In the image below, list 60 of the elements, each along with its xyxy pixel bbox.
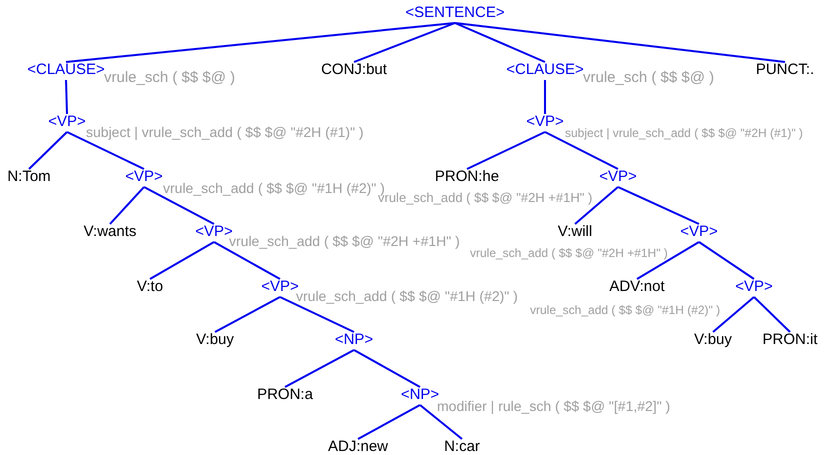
tree-branch bbox=[354, 349, 420, 388]
rule-annotation: modifier | rule_sch ( $$ $@ "[#1,#2]" ) bbox=[437, 398, 670, 414]
phrase-label: <CLAUSE> bbox=[506, 61, 584, 79]
word-label: N:car bbox=[444, 438, 480, 455]
rule-annotation: vrule_sch ( $$ $@ ) bbox=[583, 70, 714, 86]
phrase-label: <VP> bbox=[526, 113, 564, 131]
rule-annotation: subject | vrule_sch_add ( $$ $@ "#2H (#1)" ) bbox=[565, 125, 803, 141]
word-label: V:buy bbox=[196, 331, 234, 349]
tree-branch bbox=[214, 241, 280, 280]
tree-branch bbox=[109, 186, 145, 225]
phrase-label: <VP> bbox=[599, 168, 637, 186]
phrase-label: <VP> bbox=[48, 113, 86, 131]
tree-branch bbox=[66, 22, 456, 63]
tree-branch bbox=[544, 131, 618, 170]
tree-branch bbox=[358, 404, 420, 440]
tree-branch bbox=[698, 241, 755, 280]
phrase-label: <SENTENCE> bbox=[405, 4, 505, 22]
word-label: V:to bbox=[136, 278, 164, 296]
tree-branch bbox=[214, 296, 280, 333]
phrase-label: <NP> bbox=[400, 386, 440, 404]
rule-annotation: vrule_sch_add ( $$ $@ "#2H +#1H" ) bbox=[470, 245, 668, 261]
tree-branch bbox=[28, 131, 68, 170]
word-label: ADV:not bbox=[609, 278, 665, 296]
tree-branch bbox=[454, 22, 786, 63]
word-label: V:wants bbox=[84, 223, 136, 241]
rule-annotation: vrule_sch_add ( $$ $@ "#1H (#2)" ) bbox=[530, 302, 720, 318]
word-label: PRON:he bbox=[434, 168, 500, 186]
phrase-label: <VP> bbox=[125, 168, 163, 186]
word-label: V:buy bbox=[694, 331, 732, 349]
word-label: V:will bbox=[558, 223, 592, 241]
tree-branch bbox=[753, 296, 791, 333]
tree-branch bbox=[354, 22, 456, 63]
tree-branch bbox=[636, 241, 700, 280]
rule-annotation: vrule_sch ( $$ $@ ) bbox=[104, 70, 236, 86]
phrase-label: <VP> bbox=[680, 223, 718, 241]
tree-branch bbox=[618, 186, 700, 225]
tree-branch bbox=[284, 349, 354, 388]
phrase-label: <NP> bbox=[334, 331, 374, 349]
rule-annotation: subject | vrule_sch_add ( $$ $@ "#2H (#1)" ) bbox=[86, 124, 364, 140]
tree-branch bbox=[466, 131, 546, 170]
tree-branch bbox=[280, 296, 354, 333]
rule-annotation: vrule_sch_add ( $$ $@ "#2H +#1H" ) bbox=[229, 233, 460, 249]
tree-branch bbox=[454, 22, 546, 63]
word-label: PRON:it bbox=[762, 331, 818, 349]
tree-branch bbox=[712, 296, 755, 333]
phrase-label: <VP> bbox=[735, 278, 773, 296]
tree-branch bbox=[544, 80, 546, 114]
word-label: PRON:a bbox=[257, 386, 313, 404]
rule-annotation: vrule_sch_add ( $$ $@ "#1H (#2)" ) bbox=[296, 288, 518, 304]
tree-branch bbox=[574, 186, 619, 225]
tree-branch bbox=[65, 80, 68, 114]
tree-branch bbox=[66, 131, 144, 170]
word-label: PUNCT:. bbox=[756, 61, 814, 79]
tree-branch bbox=[144, 186, 214, 225]
tree-branch bbox=[419, 404, 463, 440]
word-label: CONJ:but bbox=[321, 61, 387, 79]
word-label: ADJ:new bbox=[328, 438, 388, 455]
tree-branch bbox=[150, 241, 214, 280]
word-label: N:Tom bbox=[7, 168, 51, 186]
phrase-label: <CLAUSE> bbox=[27, 61, 105, 79]
